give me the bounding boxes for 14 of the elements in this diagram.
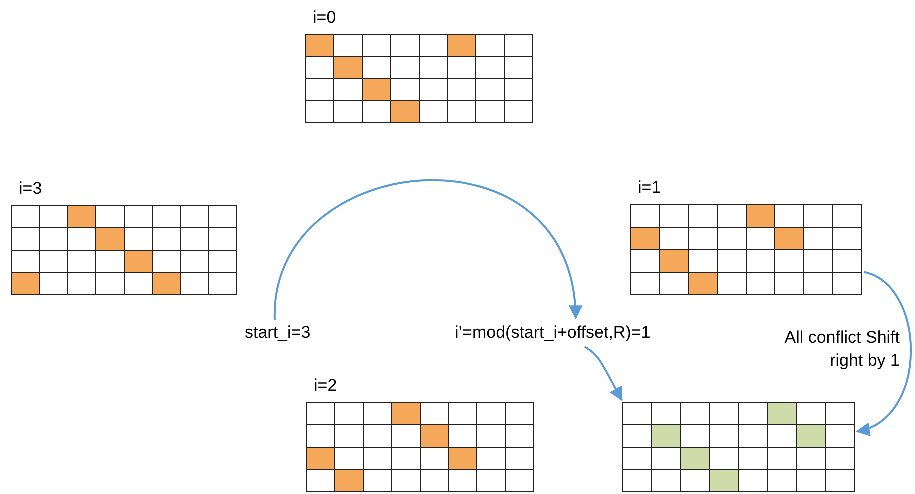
grid-table	[630, 204, 862, 295]
grid-heading: i=3	[19, 179, 42, 199]
grid-table	[11, 205, 237, 295]
arrow	[856, 271, 912, 434]
formula-text: i’=mod(start_i+offset,R)=1	[455, 323, 651, 343]
grid-table	[305, 34, 533, 123]
arrow	[274, 180, 582, 321]
grid-heading: i=0	[313, 8, 336, 28]
grid-heading: i=1	[638, 178, 662, 198]
grid-table	[622, 402, 855, 492]
grid-table	[306, 402, 534, 492]
arrow	[584, 346, 623, 402]
grid-heading: i=2	[314, 376, 338, 396]
formula-text: start_i=3	[245, 323, 311, 343]
